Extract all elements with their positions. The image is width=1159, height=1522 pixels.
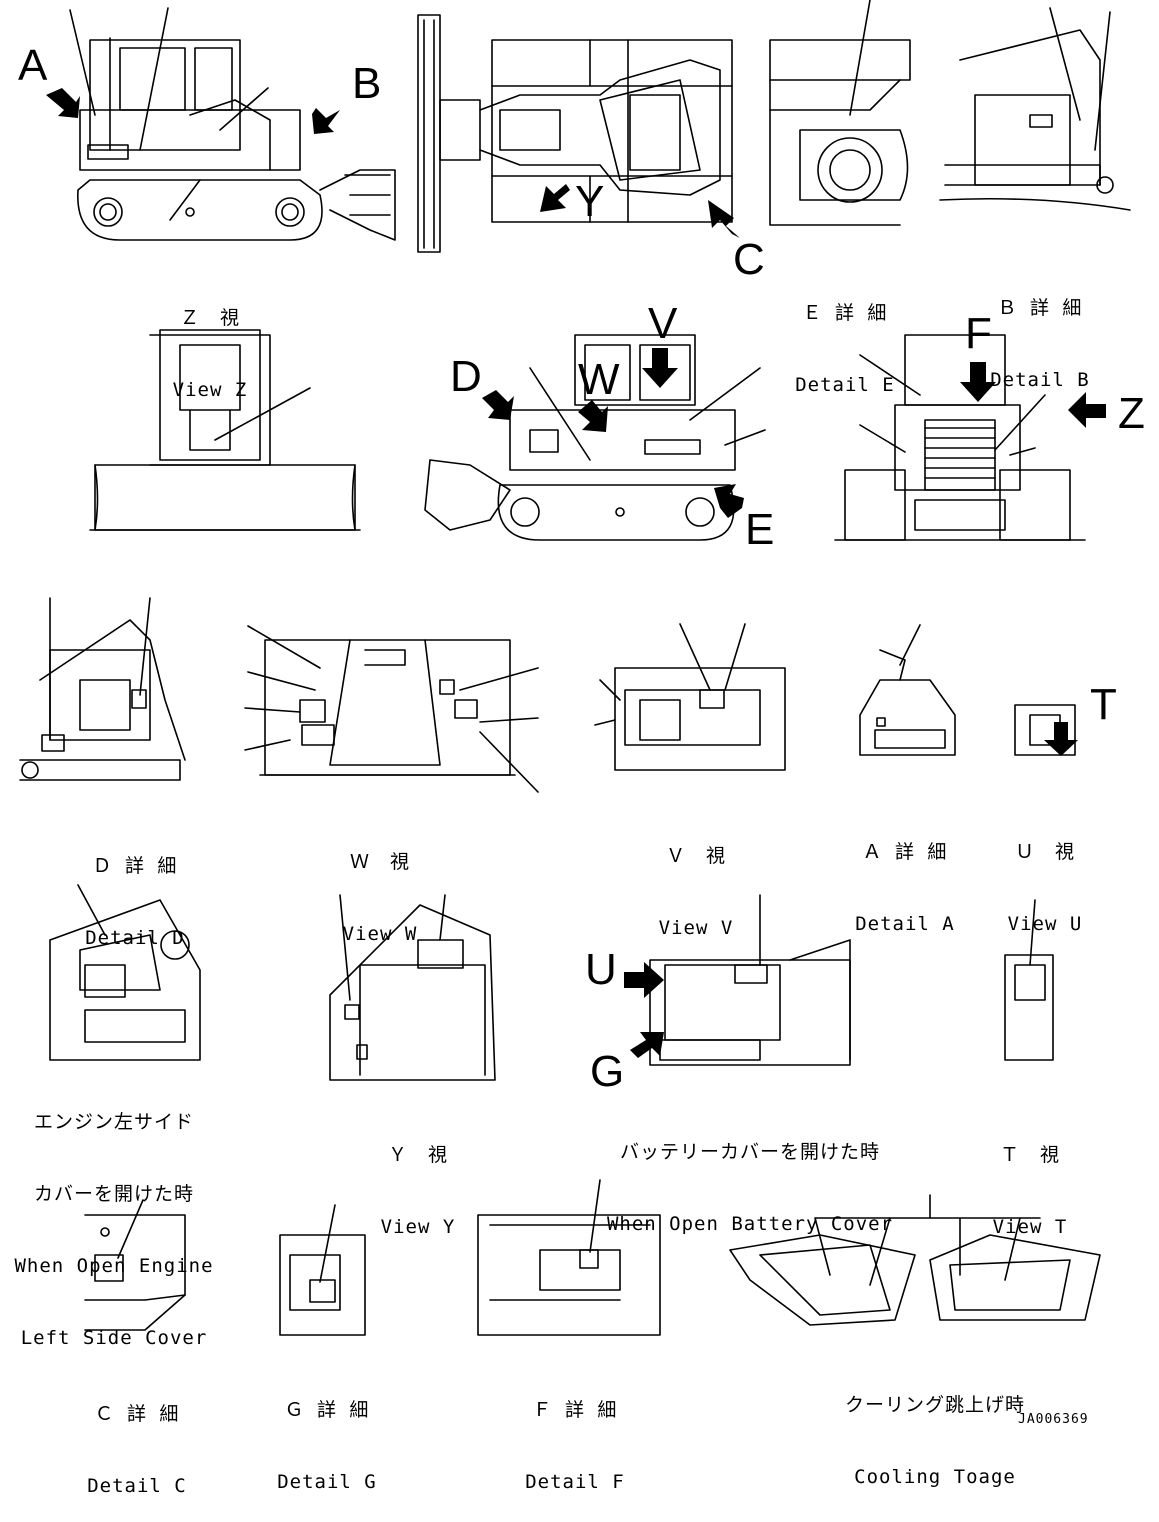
arrow-g (630, 1032, 664, 1058)
caption-view-y-en: View Y (380, 1216, 456, 1238)
caption-engine-cover: エンジン左サイド カバーを開けた時 When Open Engine Left … (5, 1062, 223, 1374)
caption-detail-g-jp: Ｇ 詳 細 (284, 1399, 370, 1421)
arrow-c (708, 200, 740, 238)
arrow-a (46, 88, 80, 118)
caption-detail-c-en: Detail C (87, 1475, 187, 1497)
caption-view-w-en: View W (342, 923, 418, 945)
arrow-w (578, 400, 608, 432)
caption-view-y: Ｙ 視 View Y (358, 1095, 478, 1263)
caption-engine-cover-en2: Left Side Cover (20, 1327, 208, 1349)
detail-a-drawing (859, 624, 956, 756)
caption-view-u-jp: Ｕ 視 (1014, 841, 1075, 863)
label-v: V (648, 299, 678, 348)
caption-engine-cover-jp1: エンジン左サイド (33, 1111, 194, 1133)
arrow-y (540, 184, 570, 212)
caption-view-z-en: View Z (172, 379, 248, 401)
parts-diagram-sheet (19, 0, 1131, 1336)
plan-view-drawing (417, 14, 733, 253)
arrow-b (312, 108, 340, 134)
detail-d-drawing (19, 597, 186, 781)
arrow-d (482, 390, 514, 420)
engine-side-cover-drawing (49, 884, 201, 1061)
caption-detail-b: Ｂ 詳 細 Detail B (975, 248, 1105, 416)
view-v-drawing (594, 623, 786, 771)
label-g: G (590, 1047, 625, 1096)
caption-detail-b-en: Detail B (990, 369, 1090, 391)
label-u: U (585, 945, 617, 994)
detail-b-drawing (939, 7, 1131, 211)
caption-view-u-en: View U (1007, 913, 1083, 935)
label-w: W (578, 355, 620, 404)
caption-detail-f: Ｆ 詳 細 Detail F (510, 1350, 640, 1518)
caption-view-t-en: View T (992, 1216, 1068, 1238)
label-z: Z (1118, 389, 1145, 438)
detail-e-drawing (769, 0, 911, 226)
caption-engine-cover-en1: When Open Engine (14, 1255, 214, 1277)
caption-engine-cover-jp2: カバーを開けた時 (33, 1183, 194, 1205)
arrow-z (1068, 392, 1106, 428)
view-y-drawing (329, 894, 496, 1081)
caption-view-v-en: View V (658, 917, 734, 939)
label-t: T (1090, 680, 1117, 729)
caption-view-y-jp: Ｙ 視 (387, 1144, 448, 1166)
arrow-v (642, 348, 678, 388)
detail-c-drawing (84, 1199, 186, 1331)
caption-detail-e-en: Detail E (795, 374, 895, 396)
caption-view-t: Ｔ 視 View T (970, 1095, 1090, 1263)
caption-detail-c: Ｃ 詳 細 Detail C (72, 1354, 202, 1522)
caption-detail-d-en: Detail D (85, 927, 185, 949)
caption-view-t-jp: Ｔ 視 (999, 1144, 1060, 1166)
label-e: E (745, 505, 775, 554)
label-a: A (18, 41, 48, 90)
arrow-e (714, 484, 744, 518)
arrow-t (1044, 722, 1078, 756)
caption-view-z: Ｚ 視 View Z (150, 258, 270, 426)
front-view-blade-drawing (89, 329, 361, 531)
caption-detail-c-jp: Ｃ 詳 細 (94, 1403, 180, 1425)
rear-view-drawing (834, 334, 1086, 541)
sheet-code: JA006369 (1018, 1412, 1089, 1427)
cooling-toage-drawing (729, 1194, 1101, 1326)
caption-battery-cover-en: When Open Battery Cover (606, 1213, 894, 1235)
label-f: F (965, 309, 992, 358)
detail-f-drawing (477, 1179, 661, 1336)
caption-detail-e-jp: Ｅ 詳 細 (802, 302, 888, 324)
view-w-drawing (244, 625, 539, 793)
caption-detail-a-en: Detail A (855, 913, 955, 935)
label-c: C (733, 235, 765, 284)
label-y: Y (575, 177, 605, 226)
caption-view-v-jp: Ｖ 視 (665, 845, 726, 867)
caption-battery-cover-jp: バッテリーカバーを開けた時 (619, 1141, 880, 1163)
caption-detail-g: Ｇ 詳 細 Detail G (262, 1350, 392, 1518)
detail-g-drawing (279, 1204, 366, 1336)
caption-detail-g-en: Detail G (277, 1471, 377, 1493)
caption-detail-f-en: Detail F (525, 1471, 625, 1493)
caption-detail-a: Ａ 詳 細 Detail A (840, 792, 970, 960)
view-z-dozer-side-drawing (69, 7, 396, 241)
caption-detail-b-jp: Ｂ 詳 細 (997, 297, 1083, 319)
caption-view-z-jp: Ｚ 視 (179, 307, 240, 329)
label-b: B (352, 59, 382, 108)
caption-detail-d: Ｄ 詳 細 Detail D (70, 806, 200, 974)
caption-detail-e: Ｅ 詳 細 Detail E (780, 253, 910, 421)
caption-detail-a-jp: Ａ 詳 細 (862, 841, 948, 863)
caption-cooling-toage-en: Cooling Toage (854, 1466, 1016, 1488)
label-d: D (450, 352, 482, 401)
caption-detail-f-jp: Ｆ 詳 細 (532, 1399, 618, 1421)
caption-cooling-toage-jp: クーリング跳上げ時 (844, 1394, 1025, 1416)
caption-view-w: Ｗ 視 View W (320, 802, 440, 970)
view-t-drawing (1004, 899, 1054, 1061)
caption-cooling-toage: クーリング跳上げ時 Cooling Toage (820, 1345, 1050, 1513)
caption-view-w-jp: Ｗ 視 (349, 851, 410, 873)
caption-battery-cover: バッテリーカバーを開けた時 When Open Battery Cover (595, 1092, 905, 1260)
center-dozer-side-drawing (424, 334, 766, 541)
arrow-f (960, 362, 996, 402)
arrow-u (624, 962, 664, 998)
caption-view-u: Ｕ 視 View U (985, 792, 1105, 960)
caption-detail-d-jp: Ｄ 詳 細 (92, 855, 178, 877)
caption-view-v: Ｖ 視 View V (636, 796, 756, 964)
